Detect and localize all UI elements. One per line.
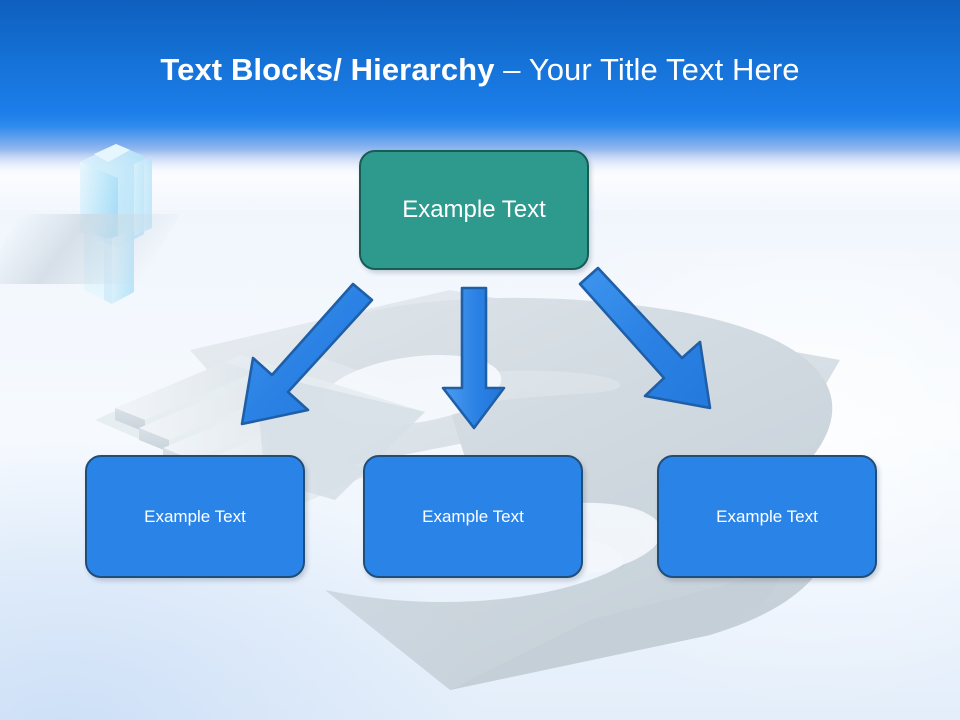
hierarchy-child-label-1: Example Text [144, 506, 246, 526]
hierarchy-child-node-1[interactable]: Example Text [85, 455, 305, 578]
hierarchy-child-label-3: Example Text [716, 506, 818, 526]
slide-title-light: – Your Title Text Here [503, 52, 800, 87]
slide-title: Text Blocks/ Hierarchy – Your Title Text… [0, 50, 960, 90]
hierarchy-child-node-2[interactable]: Example Text [363, 455, 583, 578]
hierarchy-child-label-2: Example Text [422, 506, 524, 526]
hierarchy-child-node-3[interactable]: Example Text [657, 455, 877, 578]
hierarchy-parent-node[interactable]: Example Text [359, 150, 589, 270]
slide-title-strong: Text Blocks/ Hierarchy [160, 52, 504, 87]
hierarchy-parent-label: Example Text [402, 196, 546, 223]
